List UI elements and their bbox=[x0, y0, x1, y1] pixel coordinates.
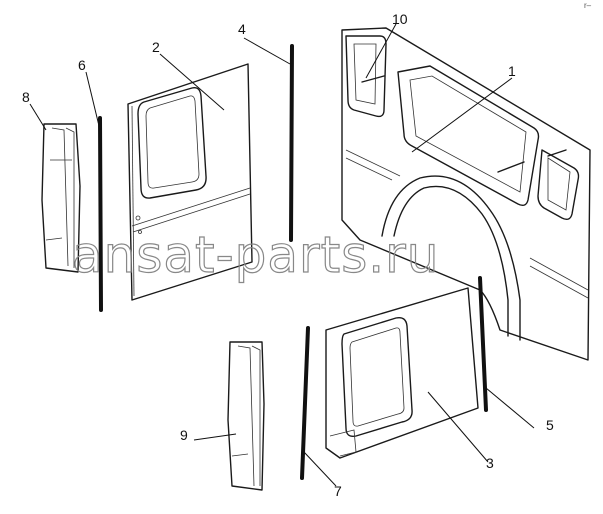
callout-1: 1 bbox=[508, 63, 516, 79]
callout-2: 2 bbox=[152, 39, 160, 55]
callout-5: 5 bbox=[546, 417, 554, 433]
panel-2 bbox=[127, 63, 253, 301]
callout-9: 9 bbox=[180, 427, 188, 443]
seal-strip-5 bbox=[478, 276, 488, 412]
callout-3: 3 bbox=[486, 455, 494, 471]
leader-lines bbox=[29, 23, 535, 487]
seal-strip-4 bbox=[289, 44, 294, 242]
callout-10: 10 bbox=[392, 11, 408, 27]
callout-4: 4 bbox=[238, 21, 246, 37]
pillar-9 bbox=[227, 341, 265, 491]
panel-3 bbox=[325, 287, 479, 459]
callout-8: 8 bbox=[22, 89, 30, 105]
seal-strip-6 bbox=[98, 116, 103, 312]
watermark: ansat-parts.ru bbox=[72, 226, 439, 284]
pillar-8 bbox=[41, 123, 81, 273]
seal-strip-7 bbox=[300, 326, 310, 480]
corner-mark: r– bbox=[584, 1, 592, 10]
panel-1 bbox=[341, 27, 591, 361]
callout-7: 7 bbox=[334, 483, 342, 499]
callout-6: 6 bbox=[78, 57, 86, 73]
